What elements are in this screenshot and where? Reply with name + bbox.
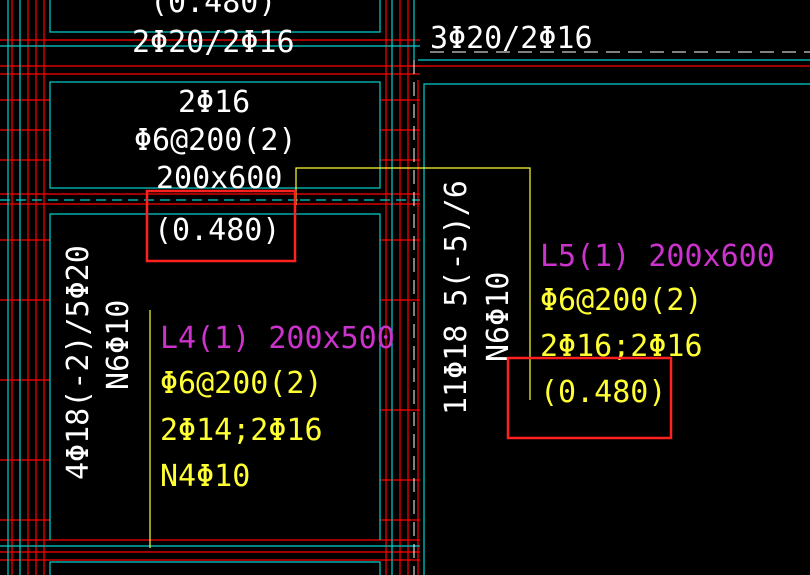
- upper-bar-label: 2Φ16: [178, 85, 250, 120]
- top-reinf-label: 2Φ20/2Φ16: [132, 25, 295, 60]
- left-vertical-label-2: N6Φ10: [101, 300, 136, 390]
- l5-title: L5(1) 200x600: [540, 239, 775, 274]
- left-vertical-label-1: 4Φ18(-2)/5Φ20: [61, 245, 96, 480]
- leader-lines: [149, 167, 531, 548]
- l4-title: L4(1) 200x500: [160, 321, 395, 356]
- l4-side: N4Φ10: [160, 459, 250, 494]
- upper-stirrup-label: Φ6@200(2): [134, 123, 297, 158]
- dashed-lines: [413, 51, 810, 575]
- l5-stirrup: Φ6@200(2): [540, 283, 703, 318]
- mid-vertical-label-2: N6Φ10: [481, 272, 516, 362]
- highlight-box-upper: [145, 189, 297, 263]
- mid-vertical-label-1: 11Φ18 5(-5)/6: [439, 180, 474, 415]
- highlight-boxes: [145, 189, 673, 440]
- top-right-reinf-label: 3Φ20/2Φ16: [430, 21, 593, 56]
- upper-elev-label: (0.480): [154, 213, 280, 248]
- top-partial-label: (0.480): [150, 0, 276, 20]
- l4-stirrup: Φ6@200(2): [160, 366, 323, 401]
- l5-elev: (0.480): [540, 375, 666, 410]
- l4-bars: 2Φ14;2Φ16: [160, 413, 323, 448]
- highlight-box-l5: [506, 356, 673, 440]
